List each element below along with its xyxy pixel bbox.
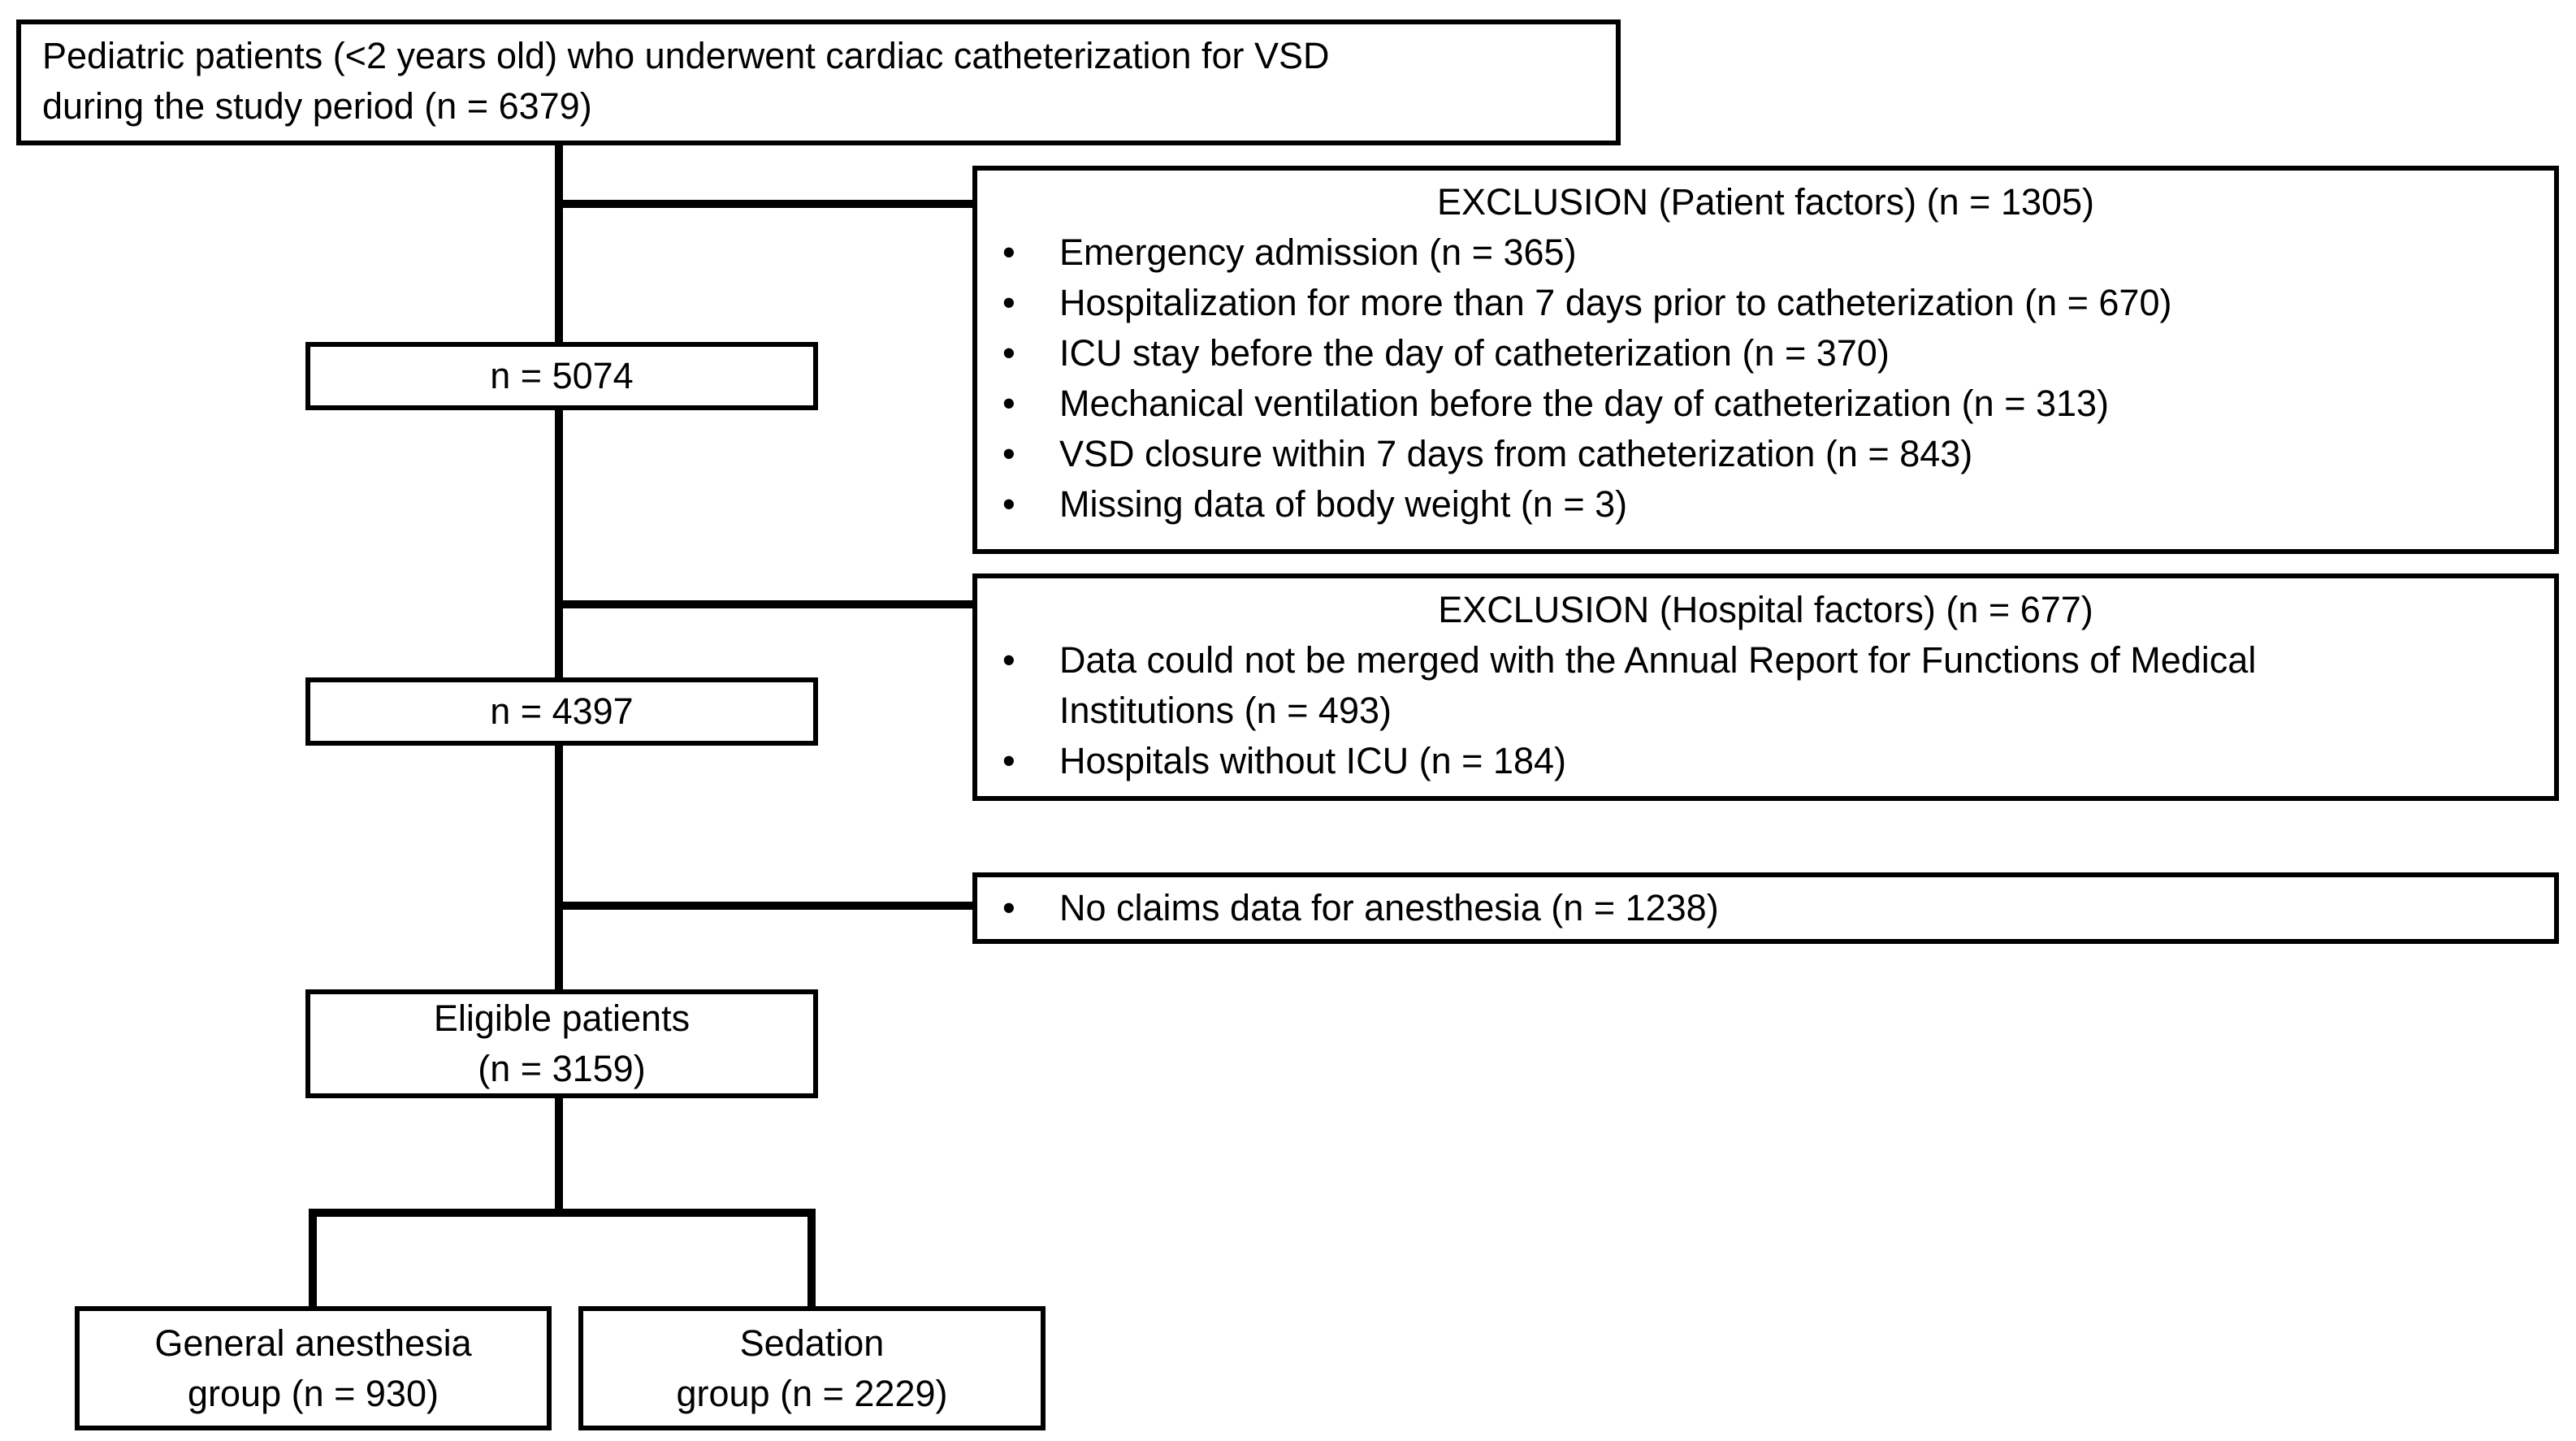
list-item: Emergency admission (n = 365) bbox=[1002, 227, 2535, 278]
connector-drop-right bbox=[807, 1209, 816, 1308]
list-item: ICU stay before the day of catheterizati… bbox=[1002, 328, 2535, 379]
exclusion-patient-factors-list: Emergency admission (n = 365) Hospitaliz… bbox=[977, 227, 2554, 530]
exclusion-hospital-factors-box: EXCLUSION (Hospital factors) (n = 677) D… bbox=[972, 573, 2559, 801]
study-population-box: Pediatric patients (<2 years old) who un… bbox=[16, 19, 1621, 145]
count-after-hospital-exclusion-box: n = 4397 bbox=[305, 677, 818, 746]
exclusion-patient-factors-box: EXCLUSION (Patient factors) (n = 1305) E… bbox=[972, 166, 2559, 554]
list-item: VSD closure within 7 days from catheteri… bbox=[1002, 429, 2535, 479]
list-item: Hospitalization for more than 7 days pri… bbox=[1002, 278, 2535, 328]
connector-branch-exclusion-hospital bbox=[559, 600, 974, 608]
study-population-text: Pediatric patients (<2 years old) who un… bbox=[42, 35, 1330, 127]
sedation-group-box: Sedation group (n = 2229) bbox=[578, 1306, 1046, 1430]
eligible-patients-box: Eligible patients (n = 3159) bbox=[305, 989, 818, 1098]
sedation-group-text: Sedation group (n = 2229) bbox=[676, 1322, 948, 1414]
general-anesthesia-group-text: General anesthesia group (n = 930) bbox=[154, 1322, 472, 1414]
connector-trunk-lower bbox=[555, 1098, 563, 1217]
list-item: Missing data of body weight (n = 3) bbox=[1002, 479, 2535, 530]
exclusion-claims-list: No claims data for anesthesia (n = 1238) bbox=[977, 883, 2554, 933]
exclusion-patient-factors-title: EXCLUSION (Patient factors) (n = 1305) bbox=[1436, 181, 2095, 223]
count-after-patient-exclusion-box: n = 5074 bbox=[305, 342, 818, 410]
general-anesthesia-group-box: General anesthesia group (n = 930) bbox=[75, 1306, 552, 1430]
eligible-patients-text: Eligible patients (n = 3159) bbox=[433, 997, 691, 1089]
exclusion-claims-box: No claims data for anesthesia (n = 1238) bbox=[972, 872, 2559, 944]
connector-branch-exclusion-claims bbox=[559, 902, 974, 910]
list-item: Mechanical ventilation before the day of… bbox=[1002, 379, 2535, 429]
connector-branch-exclusion-patient bbox=[559, 200, 974, 208]
exclusion-hospital-factors-title: EXCLUSION (Hospital factors) (n = 677) bbox=[1438, 589, 2093, 630]
connector-trunk-upper bbox=[555, 142, 563, 991]
list-item: Data could not be merged with the Annual… bbox=[1002, 635, 2535, 736]
list-item: No claims data for anesthesia (n = 1238) bbox=[1002, 883, 2535, 933]
exclusion-hospital-factors-list: Data could not be merged with the Annual… bbox=[977, 635, 2554, 786]
list-item: Hospitals without ICU (n = 184) bbox=[1002, 736, 2535, 786]
count-after-hospital-exclusion: n = 4397 bbox=[490, 690, 634, 732]
count-after-patient-exclusion: n = 5074 bbox=[490, 355, 634, 396]
connector-drop-left bbox=[309, 1209, 317, 1308]
connector-split-bar bbox=[309, 1209, 816, 1217]
